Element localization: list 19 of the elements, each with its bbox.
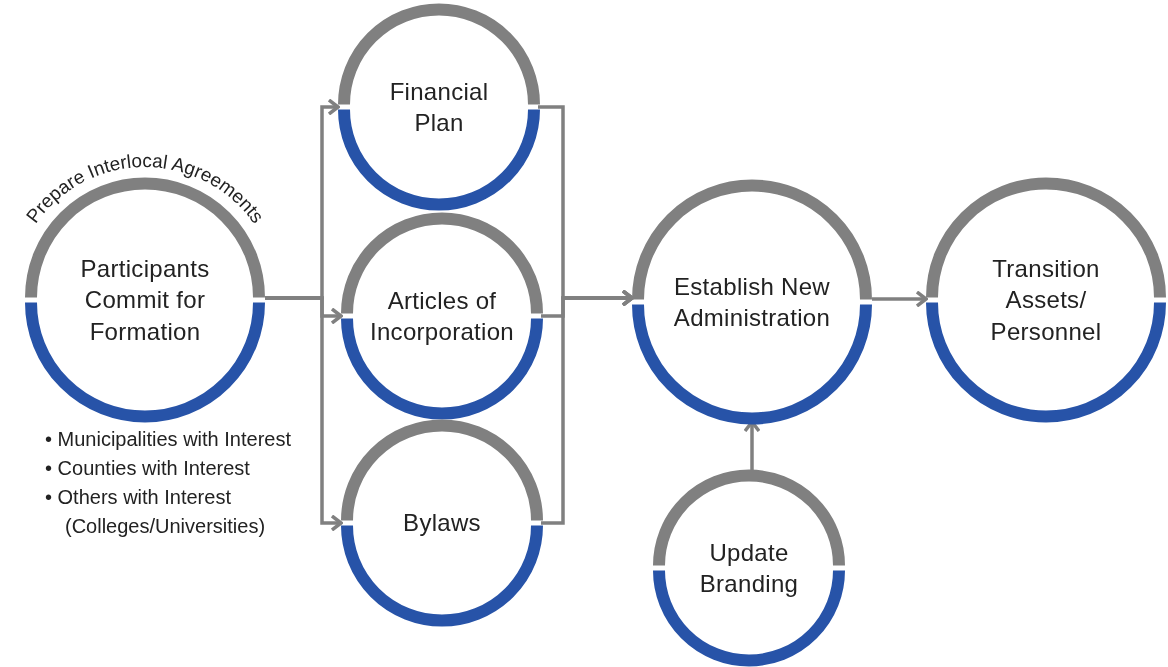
node-label: Financial Plan	[388, 76, 490, 138]
bullet-item: • Municipalities with Interest	[45, 427, 292, 452]
arrow	[872, 290, 928, 308]
process-circle	[632, 182, 872, 422]
process-circle	[338, 6, 540, 208]
process-circle	[926, 180, 1166, 420]
bullet-item: • Counties with Interest	[45, 456, 251, 481]
arrow	[541, 289, 634, 525]
node-label: Bylaws	[403, 508, 481, 539]
node-label: Update Branding	[698, 537, 800, 599]
bullet-item: • Others with Interest (Colleges/Universities)	[45, 485, 267, 539]
process-circle	[341, 215, 543, 417]
arrow	[265, 296, 343, 532]
node-label: Articles of Incorporation	[369, 285, 515, 347]
process-circle	[341, 422, 543, 624]
node-label: Establish New Administration	[672, 271, 832, 333]
process-circle	[653, 472, 845, 664]
node-label: Transition Assets/ Personnel	[989, 254, 1103, 347]
node-label: Participants Commit for Formation	[79, 254, 211, 347]
